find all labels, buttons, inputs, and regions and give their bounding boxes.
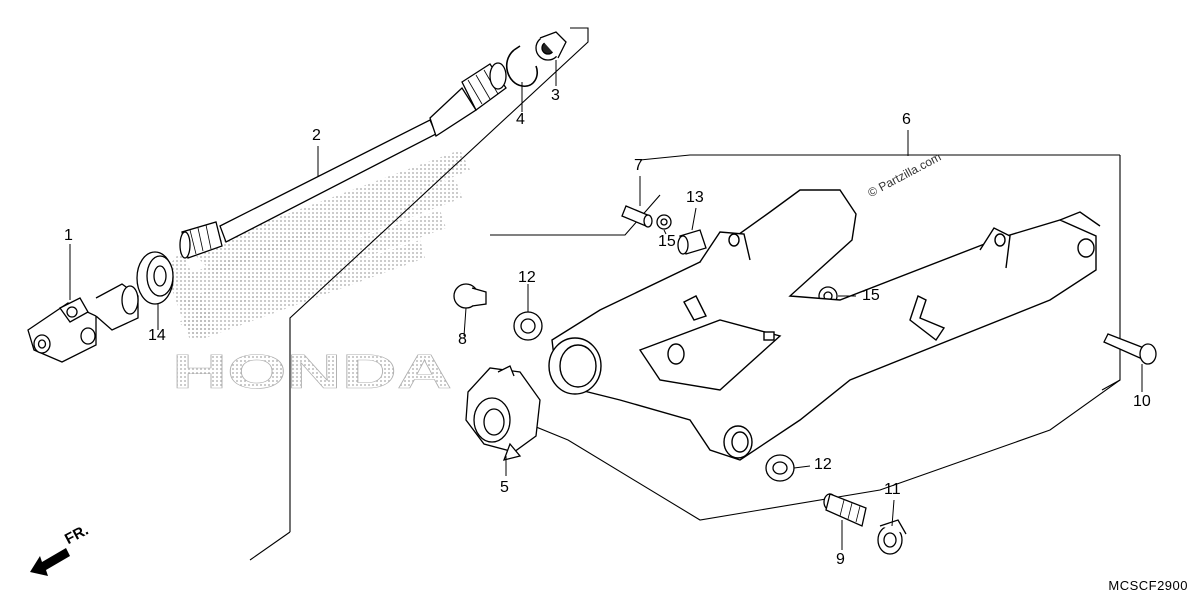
callout-6: 6 (902, 111, 911, 128)
callout-7: 7 (634, 157, 643, 174)
callout-15-lower: 15 (862, 287, 880, 304)
bushing-part-12-lower (765, 454, 795, 482)
plug-part-8 (453, 283, 487, 309)
callout-3: 3 (551, 87, 560, 104)
bearing-part-14 (136, 251, 174, 305)
collar-part-13 (677, 229, 707, 255)
honda-wing-watermark (165, 150, 470, 340)
swing-arm-part-6 (548, 189, 1101, 461)
front-arrow-icon (30, 548, 70, 576)
drive-shaft (179, 62, 507, 259)
collar-part-7 (621, 205, 653, 228)
callout-2: 2 (312, 127, 321, 144)
callout-9: 9 (836, 551, 845, 568)
holder-part-5 (465, 365, 541, 461)
diagram-code: MCSCF2900 (1108, 578, 1188, 593)
callout-10: 10 (1133, 393, 1151, 410)
callout-14: 14 (148, 327, 166, 344)
lock-nut-part-11 (877, 519, 907, 555)
group-outlines (249, 27, 1121, 561)
honda-brand-watermark: HONDA (172, 346, 452, 399)
nut-part-3 (535, 31, 567, 61)
callout-4: 4 (516, 111, 525, 128)
callout-11: 11 (884, 481, 901, 498)
callout-8: 8 (458, 331, 467, 348)
pivot-bolt-part-9 (823, 493, 867, 527)
washer-part-15-upper (656, 214, 672, 230)
universal-joint (27, 283, 139, 363)
callout-1: 1 (64, 227, 73, 244)
callout-5: 5 (500, 479, 509, 496)
callout-13: 13 (686, 189, 704, 206)
bushing-part-12-upper (513, 311, 543, 341)
snap-ring-part-4 (505, 45, 538, 87)
callout-15-upper: 15 (658, 233, 676, 250)
callout-12-lower: 12 (814, 456, 832, 473)
callout-12-upper: 12 (518, 269, 536, 286)
callout-leaders (69, 60, 1143, 550)
bolt-part-10 (1103, 333, 1157, 365)
